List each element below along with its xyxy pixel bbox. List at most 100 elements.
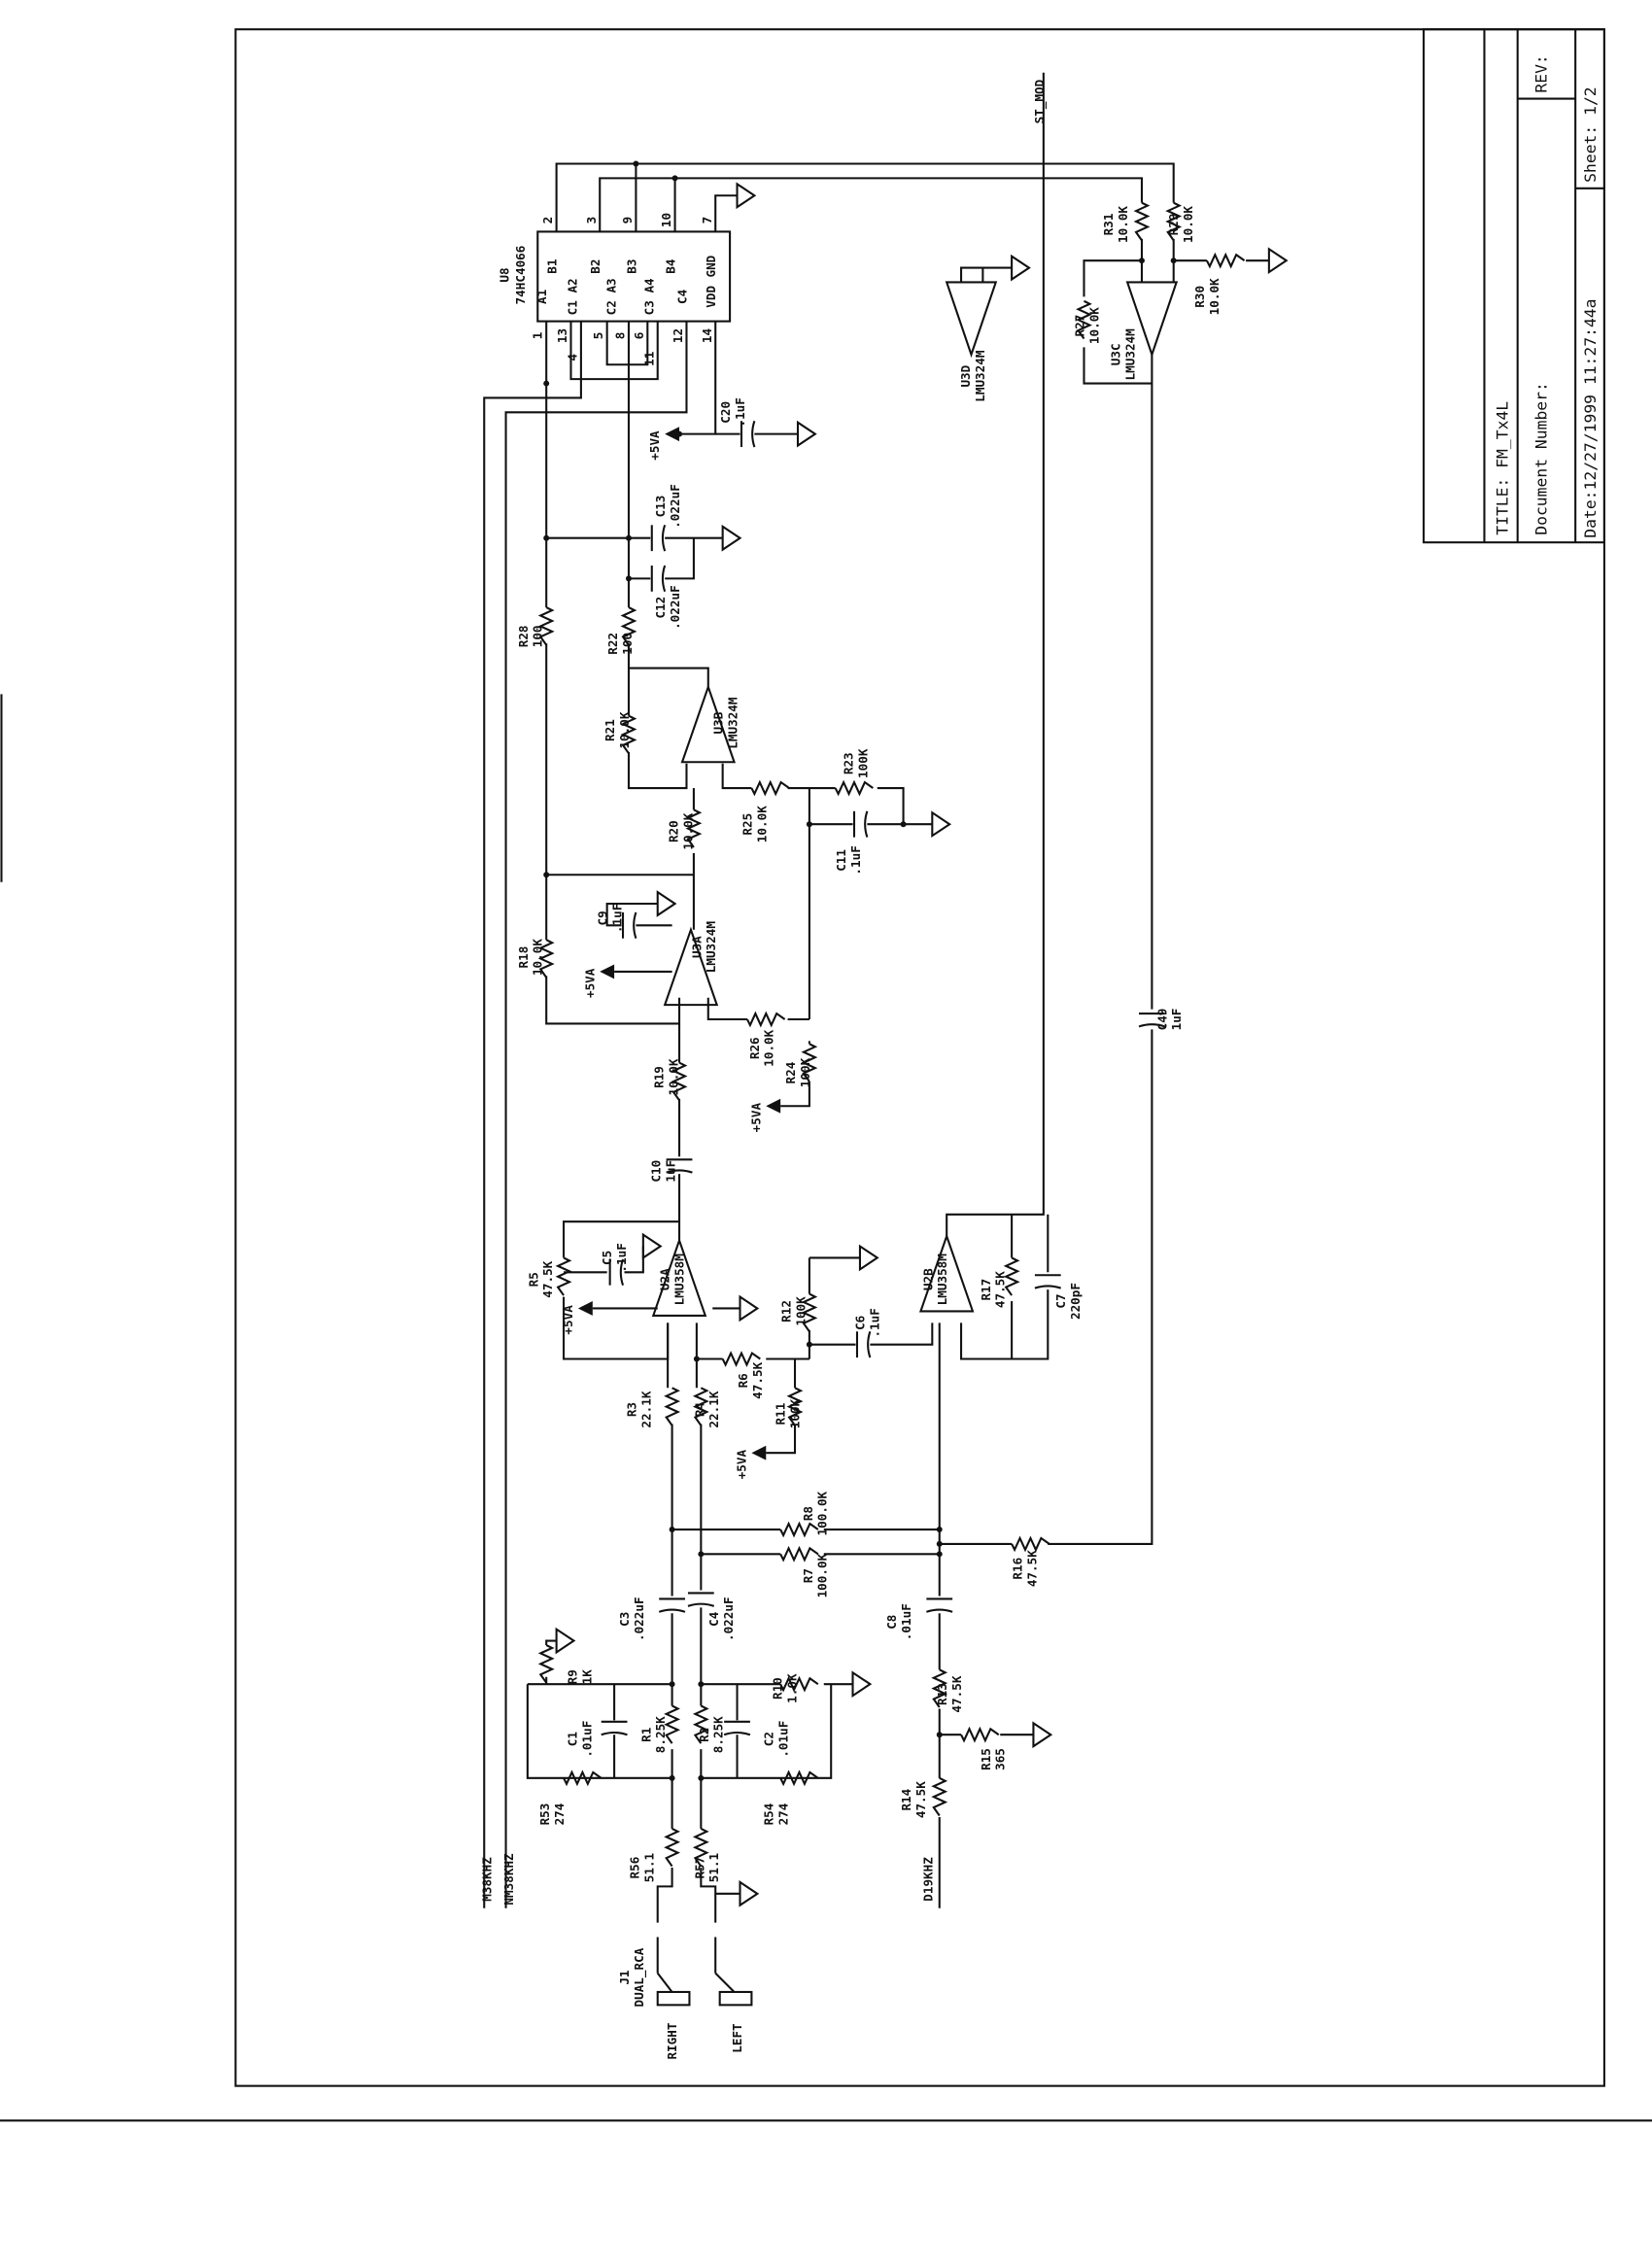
c3-ref-label: C3 xyxy=(617,1612,632,1627)
wire xyxy=(569,321,659,381)
resistor-symbol xyxy=(664,1704,681,1744)
sheet-number: Sheet: 1/2 xyxy=(1581,86,1600,183)
wire xyxy=(628,667,709,687)
wire xyxy=(1048,1029,1153,1545)
resistor-symbol xyxy=(721,1351,761,1367)
u3d-ref-label: U3D xyxy=(958,364,973,387)
power-arrow-icon xyxy=(577,1301,593,1316)
c3-value-label: .022uF xyxy=(632,1597,646,1641)
wire xyxy=(605,902,658,927)
junction-dot xyxy=(633,160,639,167)
resistor-symbol xyxy=(746,1011,786,1028)
wire xyxy=(700,1868,717,1923)
c5-value-label: .1uF xyxy=(614,1243,629,1272)
resistor-symbol xyxy=(692,1827,709,1868)
c12-ref-label: C12 xyxy=(653,597,668,619)
r57-ref-label: R57 xyxy=(692,1857,706,1879)
u8-74hc4066: U8 74HC4066 xyxy=(498,230,732,323)
c9-value-label: .1uF xyxy=(610,904,625,933)
r7-value-label: 100.0K xyxy=(815,1553,830,1597)
r16-ref-label: R16 xyxy=(1011,1558,1025,1580)
junction-dot xyxy=(669,1681,675,1688)
ground-icon xyxy=(1267,247,1289,275)
u8-pin-name: C1 A2 xyxy=(565,278,579,315)
u8-pin-name: C2 A3 xyxy=(604,278,619,315)
r22-value-label: 100 xyxy=(620,633,635,655)
r16-value-label: 47.5K xyxy=(1024,1550,1039,1587)
u8-pin-name: GND xyxy=(704,255,718,277)
c7-ref-label: C7 xyxy=(1053,1293,1068,1308)
wire xyxy=(701,1684,833,1779)
ground-icon xyxy=(851,1670,873,1699)
r25-ref-label: R25 xyxy=(740,813,754,836)
opamp-symbol xyxy=(651,1237,707,1317)
u8-pin-name: B3 xyxy=(624,259,638,274)
u3d-value-label: LMU324M xyxy=(973,350,987,402)
resistor-symbol xyxy=(1076,299,1092,340)
r14-value-label: 47.5K xyxy=(913,1781,928,1818)
r2-value-label: 8.25K xyxy=(711,1716,726,1753)
c5-ref-label: C5 xyxy=(600,1251,614,1265)
c10-value-label: 1uF xyxy=(664,1160,678,1183)
u3b-ref-label: U3B xyxy=(711,711,726,734)
resistor-symbol xyxy=(1205,252,1246,269)
net-label-st-mod: ST_MOD xyxy=(1032,79,1048,123)
c6-value-label: .1uF xyxy=(867,1308,881,1337)
resistor-symbol xyxy=(801,1043,818,1082)
r3-ref-label: R3 xyxy=(624,1402,638,1417)
c49-ref-label: C49 xyxy=(1154,1009,1169,1031)
c9-ref-label: C9 xyxy=(596,910,610,925)
c4-ref-label: C4 xyxy=(706,1611,721,1627)
sheet-border xyxy=(234,28,1605,2087)
capacitor-plate xyxy=(1138,1023,1166,1028)
j1-ref-label: J1 xyxy=(617,1970,632,1984)
r30-ref-label: R30 xyxy=(1192,286,1207,308)
j1-value-label: DUAL_RCA xyxy=(632,1947,647,2007)
resistor-symbol xyxy=(960,1726,1000,1743)
resistor-symbol xyxy=(779,1675,819,1693)
resistor-symbol xyxy=(685,808,703,848)
r10-ref-label: R10 xyxy=(771,1677,785,1700)
r12-value-label: 100K xyxy=(793,1296,808,1326)
resistor-symbol xyxy=(664,1827,681,1868)
resistor-symbol xyxy=(931,1776,948,1817)
r15-ref-label: R15 xyxy=(979,1748,993,1770)
r20-value-label: 10.0K xyxy=(680,812,695,849)
connector-label-right: RIGHT xyxy=(665,2022,679,2059)
power-arrow-icon xyxy=(751,1445,767,1460)
resistor-symbol xyxy=(692,1704,709,1744)
u8-pin-number: 1 xyxy=(531,332,545,340)
junction-dot xyxy=(543,534,550,541)
junction-dot xyxy=(543,380,550,387)
u3c-value-label: LMU324M xyxy=(1123,328,1138,381)
u2a-ref-label: U2A xyxy=(658,1268,672,1290)
c4-value-label: .022uF xyxy=(721,1597,736,1641)
wire xyxy=(627,751,688,790)
rca-contact xyxy=(714,1972,736,1993)
junction-dot xyxy=(698,1551,705,1558)
junction-dot xyxy=(671,175,678,182)
ground-icon xyxy=(656,890,677,917)
wire xyxy=(960,266,1013,283)
r1-value-label: 8.25K xyxy=(653,1716,668,1753)
r23-ref-label: R23 xyxy=(842,752,856,774)
c20-value-label: .1uF xyxy=(733,397,747,427)
c11-value-label: .1uF xyxy=(848,845,863,875)
power-arrow-icon xyxy=(665,427,680,442)
connector-label-left: LEFT xyxy=(730,2023,744,2053)
r19-value-label: 10.0K xyxy=(667,1058,681,1095)
wire xyxy=(946,72,1045,1237)
capacitor-plate xyxy=(601,1731,628,1736)
r27-value-label: 10.0K xyxy=(1086,307,1101,344)
r11-ref-label: R11 xyxy=(774,1403,788,1425)
capacitor-plate xyxy=(661,565,667,593)
r14-ref-label: R14 xyxy=(899,1788,913,1810)
r6-value-label: 47.5K xyxy=(750,1361,765,1398)
u8-pin-name: B4 xyxy=(664,258,678,274)
r19-ref-label: R19 xyxy=(652,1066,667,1088)
resistor-symbol xyxy=(692,1387,709,1426)
r9-ref-label: R9 xyxy=(565,1669,579,1684)
r4-ref-label: R4 xyxy=(692,1402,706,1418)
r13-ref-label: R13 xyxy=(935,1683,949,1705)
